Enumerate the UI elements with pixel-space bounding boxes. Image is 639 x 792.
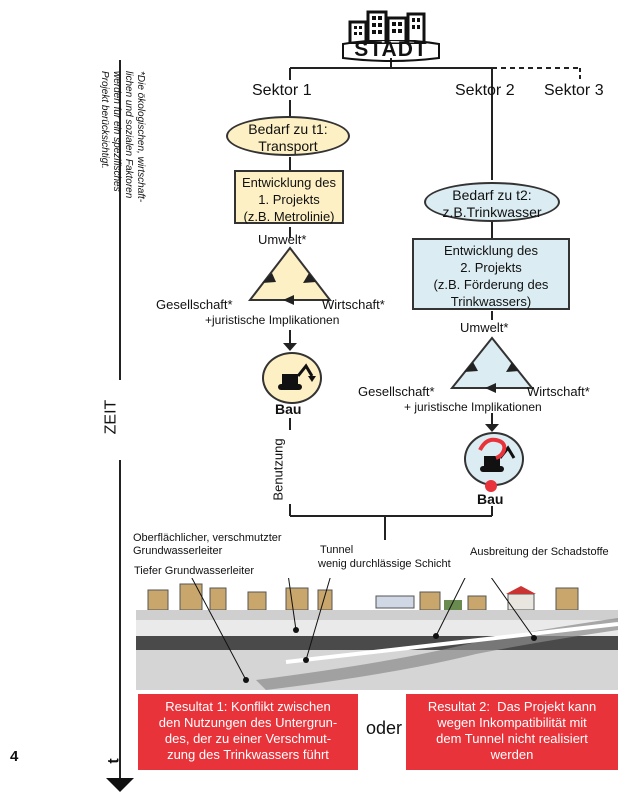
factors-footnote: *Die ökologischen, wirtschaft- lichen un… xyxy=(99,71,146,203)
left-wirtschaft-label: Wirtschaft* xyxy=(322,297,385,312)
surface-aquifer-label-2: Grundwasserleiter xyxy=(133,545,223,557)
sector-2-label: Sektor 2 xyxy=(455,82,515,99)
question-dot-icon xyxy=(485,480,497,492)
need-t1-line2: Transport xyxy=(258,138,318,154)
page-number: 4 xyxy=(10,748,19,765)
project-2-line3: (z.B. Förderung des xyxy=(433,277,549,292)
left-gesellschaft-label: Gesellschaft* xyxy=(156,297,233,312)
sector-1-label: Sektor 1 xyxy=(252,82,312,99)
tunnel-label: Tunnel xyxy=(320,544,354,556)
low-permeability-label: wenig durchlässige Schicht xyxy=(318,558,451,570)
project-1-line1: Entwicklung des xyxy=(242,175,336,190)
project-2-box: Entwicklung des 2. Projekts (z.B. Förder… xyxy=(412,238,570,310)
deep-aquifer-label: Tiefer Grundwasserleiter xyxy=(134,565,255,577)
project-1-box: Entwicklung des 1. Projekts (z.B. Metrol… xyxy=(234,170,344,224)
need-t1-ellipse: Bedarf zu t1: Transport xyxy=(226,116,350,156)
time-axis-label: ZEIT xyxy=(102,399,120,435)
right-gesellschaft-label: Gesellschaft* xyxy=(358,384,435,399)
construction-2-icon xyxy=(464,432,524,486)
result-2-box: Resultat 2: Das Projekt kann wegen Inkom… xyxy=(406,694,618,770)
city-skyline-icon xyxy=(348,10,426,44)
project-2-line1: Entwicklung des xyxy=(444,243,538,258)
need-t2-line1: Bedarf zu t2: xyxy=(452,187,532,203)
right-wirtschaft-label: Wirtschaft* xyxy=(527,384,590,399)
left-umwelt-label: Umwelt* xyxy=(258,232,307,247)
left-legal-label: +juristische Implikationen xyxy=(205,313,340,327)
project-2-line2: 2. Projekts xyxy=(460,260,522,275)
need-t2-ellipse: Bedarf zu t2: z.B.Trinkwasser xyxy=(424,182,560,222)
project-2-line4: Trinkwassers) xyxy=(450,294,532,309)
need-t1-line1: Bedarf zu t1: xyxy=(248,121,328,137)
city-base-arc xyxy=(342,40,440,62)
oder-label: oder xyxy=(366,718,403,738)
ground-cross-section xyxy=(136,578,618,690)
right-legal-label: + juristische Implikationen xyxy=(404,400,542,414)
construction-1-icon xyxy=(262,352,322,404)
surface-aquifer-label-1: Oberflächlicher, verschmutzter xyxy=(133,532,282,544)
right-umwelt-label: Umwelt* xyxy=(460,320,509,335)
project-1-line2: 1. Projekts xyxy=(258,192,320,207)
need-t2-line2: z.B.Trinkwasser xyxy=(442,204,542,220)
time-axis-t: t xyxy=(105,758,123,764)
sector-3-label: Sektor 3 xyxy=(544,82,604,99)
result-1-box: Resultat 1: Konflikt zwischen den Nutzun… xyxy=(138,694,358,770)
spread-label: Ausbreitung der Schadstoffe xyxy=(470,546,609,558)
left-bau-label: Bau xyxy=(275,401,302,417)
project-1-line3: (z.B. Metrolinie) xyxy=(243,209,335,224)
city-label: STADT xyxy=(354,38,428,61)
right-bau-label: Bau xyxy=(477,491,504,507)
benutzung-label: Benutzung xyxy=(270,438,286,501)
